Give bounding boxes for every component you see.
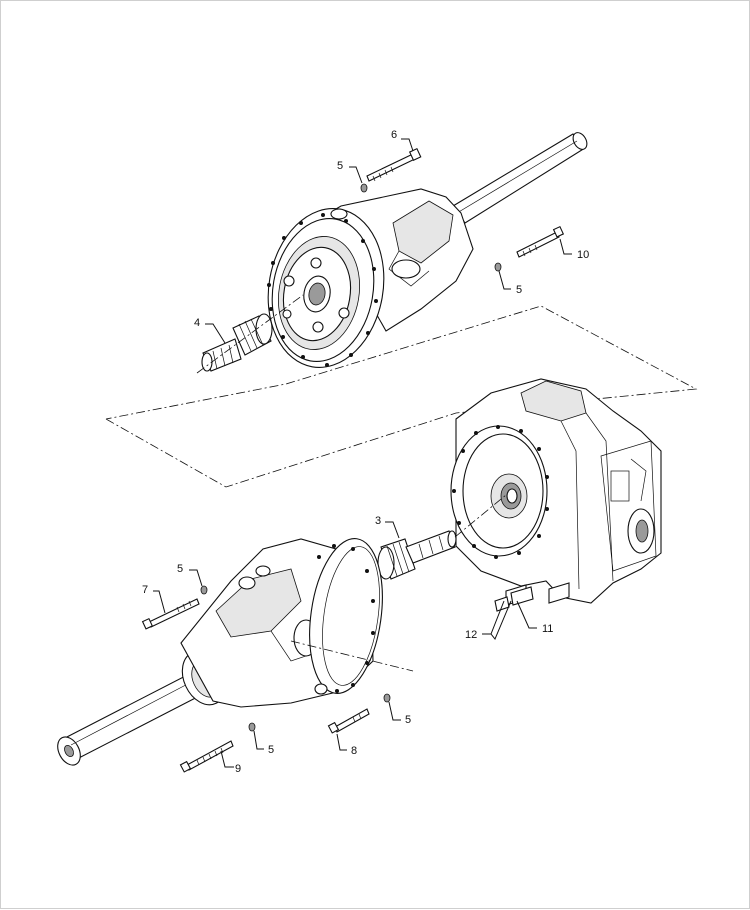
bolt-9: [179, 740, 234, 773]
callout-4: 4: [194, 317, 200, 329]
washer-5c: [200, 585, 208, 595]
transfer-gearbox: [450, 378, 662, 606]
callout-5-upper: 5: [337, 160, 343, 172]
washer-5a: [360, 183, 368, 193]
bolt-6: [366, 147, 422, 182]
callout-5-lower-mid: 5: [268, 744, 274, 756]
shim-11: [510, 586, 534, 606]
callout-10: 10: [577, 249, 589, 261]
upper-axle-housing: [267, 132, 588, 368]
callout-6: 6: [391, 129, 397, 141]
callout-5-lower-left: 5: [177, 563, 183, 575]
callout-8: 8: [351, 745, 357, 757]
callout-5-lower-right: 5: [405, 714, 411, 726]
lower-pinion-shaft: [377, 530, 457, 580]
bolt-7: [141, 598, 200, 630]
bolt-10: [516, 225, 565, 258]
alignment-frame: [105, 305, 698, 488]
bolt-8: [327, 708, 370, 734]
upper-pinion-shaft: [201, 313, 273, 372]
leader-lines: [153, 138, 572, 768]
washer-5b: [494, 262, 502, 272]
washer-5d: [248, 722, 256, 732]
callout-9: 9: [235, 763, 241, 775]
shim-12: [494, 596, 510, 612]
callout-5-right: 5: [516, 284, 522, 296]
callout-12: 12: [465, 629, 477, 641]
callout-3: 3: [375, 515, 381, 527]
callout-11: 11: [542, 623, 553, 635]
lower-axle-housing: [57, 538, 383, 766]
callout-7: 7: [142, 584, 148, 596]
washer-5e: [383, 693, 391, 703]
